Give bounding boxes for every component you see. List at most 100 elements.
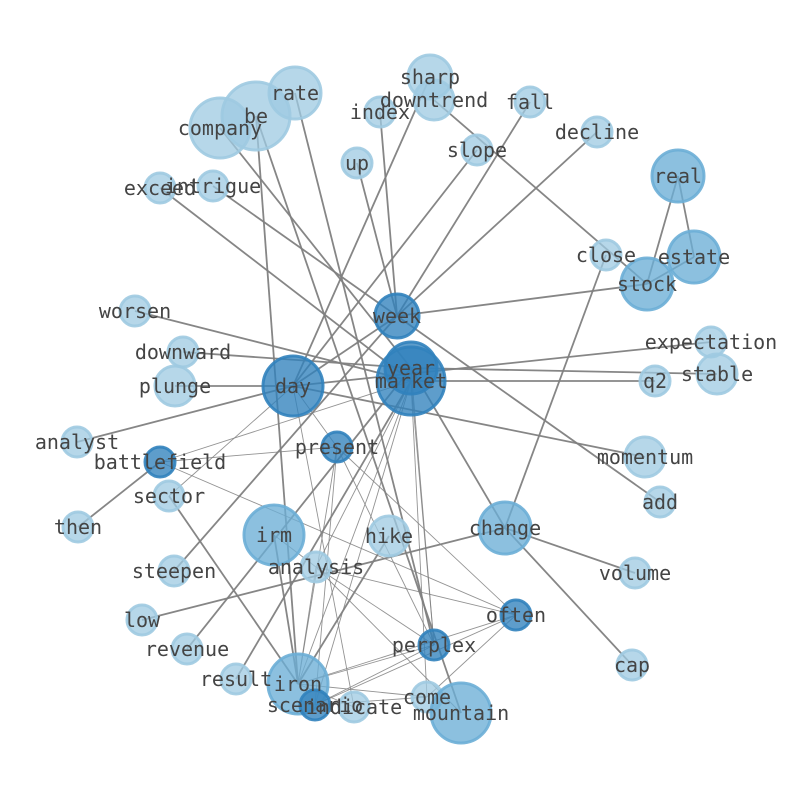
node-downtrend [412, 78, 456, 122]
node-index [363, 95, 397, 129]
node-label-fall: fall [506, 90, 554, 114]
node-momentum [623, 435, 667, 479]
edge-expectation-day [292, 341, 712, 387]
node-label-indicate: indicate [306, 695, 402, 719]
edge-battlefield-often [159, 461, 517, 616]
edge-index-week [379, 111, 398, 317]
node-label-add: add [642, 490, 678, 514]
edge-intrigue-week [212, 185, 398, 317]
node-label-analysis: analysis [268, 555, 364, 579]
edge-stock-week [396, 283, 648, 317]
node-label-battlefield: battlefield [94, 450, 226, 474]
edge-often-iron [297, 614, 517, 685]
node-real [650, 148, 706, 204]
node-sector [152, 479, 186, 513]
edge-year-revenue [186, 367, 412, 650]
node-label-analyst: analyst [35, 430, 119, 454]
node-revenue [170, 632, 204, 666]
node-mountain [429, 681, 493, 745]
edge-day-momentum [292, 385, 646, 458]
node-often [499, 598, 533, 632]
node-worsen [118, 294, 152, 328]
node-volume [618, 556, 652, 590]
edge-day-indicate [292, 385, 355, 708]
node-hike [367, 514, 411, 558]
node-label-cap: cap [614, 653, 650, 677]
node-label-decline: decline [555, 120, 639, 144]
edge-decline-week [396, 131, 598, 317]
node-label-sharp: sharp [400, 65, 460, 89]
node-label-momentum: momentum [597, 445, 693, 469]
edge-present-often [336, 446, 517, 616]
node-result [219, 662, 253, 696]
node-label-market: market [375, 369, 447, 393]
node-label-intrigue: intrigue [165, 174, 261, 198]
edge-battlefield-then [77, 461, 161, 528]
node-intrigue [196, 169, 230, 203]
node-label-volume: volume [599, 561, 671, 585]
edge-analysis-often [315, 566, 517, 616]
node-label-close: close [576, 243, 636, 267]
node-close [589, 238, 623, 272]
edge-scenario-come [314, 696, 428, 706]
node-label-downward: downward [135, 340, 231, 364]
node-label-mountain: mountain [413, 701, 509, 725]
edge-market-iron [297, 380, 412, 685]
node-analysis [299, 550, 333, 584]
edge-present-battlefield [159, 446, 338, 463]
edge-market-battlefield [159, 380, 412, 463]
node-stable [695, 352, 739, 396]
node-label-real: real [654, 164, 702, 188]
node-irm [242, 503, 306, 567]
node-layer [60, 53, 739, 745]
node-then [61, 510, 95, 544]
node-label-revenue: revenue [145, 637, 229, 661]
node-battlefield [143, 445, 177, 479]
node-low [125, 603, 159, 637]
edge-analysis-perplex [315, 566, 435, 646]
node-label-perplex: perplex [392, 633, 476, 657]
node-decline [580, 115, 614, 149]
node-exceed [143, 171, 177, 205]
node-label-up: up [345, 151, 369, 175]
node-label-sector: sector [133, 484, 205, 508]
node-label-come: come [403, 685, 451, 709]
edge-perplex-scenario [314, 644, 435, 706]
node-change [477, 500, 533, 556]
node-label-then: then [54, 515, 102, 539]
node-steepen [157, 554, 191, 588]
node-label-year: year [387, 356, 435, 380]
node-label-present: present [295, 435, 379, 459]
node-label-irm: irm [256, 523, 292, 547]
node-q2 [638, 364, 672, 398]
node-label-scenario: scenario [267, 693, 363, 717]
node-label-estate: estate [658, 245, 730, 269]
node-stock [619, 256, 675, 312]
edge-change-cap [504, 527, 633, 666]
node-indicate [337, 690, 371, 724]
node-fall [513, 85, 547, 119]
node-day [261, 354, 325, 418]
node-label-often: often [486, 603, 546, 627]
edge-fall-week [396, 101, 531, 317]
edge-often-come [426, 614, 517, 698]
node-label-index: index [350, 100, 410, 124]
edge-steepen-week [173, 315, 398, 572]
node-label-expectation: expectation [645, 330, 777, 354]
node-label-stock: stock [617, 272, 677, 296]
node-estate [666, 229, 722, 285]
edge-worsen-market [134, 310, 412, 382]
node-slope [460, 133, 494, 167]
node-cap [615, 648, 649, 682]
node-label-plunge: plunge [139, 374, 211, 398]
node-label-low: low [124, 608, 161, 632]
node-perplex [417, 628, 451, 662]
node-label-rate: rate [271, 81, 319, 105]
node-label-q2: q2 [643, 369, 667, 393]
node-up [340, 146, 374, 180]
edge-often-scenario [314, 614, 517, 706]
node-present [320, 430, 354, 464]
